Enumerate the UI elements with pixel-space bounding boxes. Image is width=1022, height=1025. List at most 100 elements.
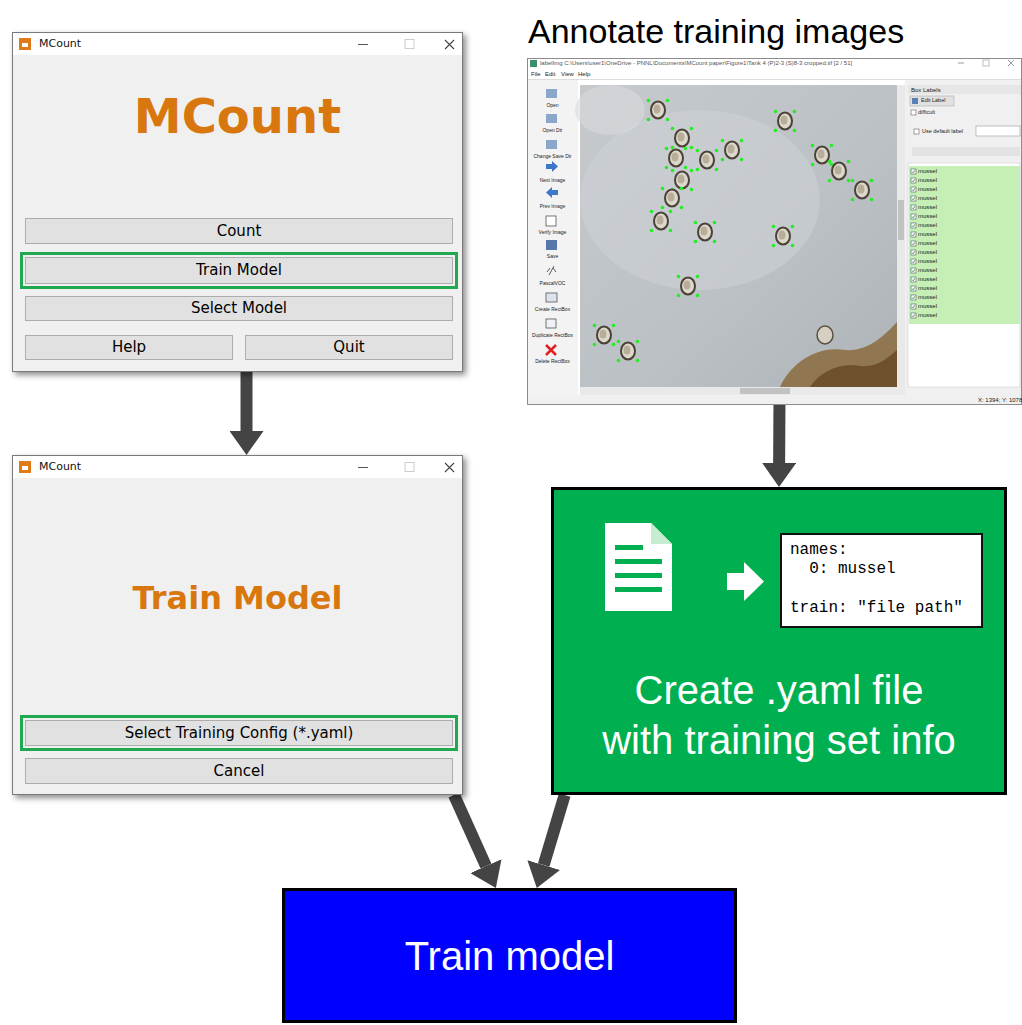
drawing-part <box>911 214 916 219</box>
drawing-part <box>897 85 905 395</box>
drawing-part <box>405 463 414 472</box>
drawing-part <box>983 60 989 66</box>
drawing-part <box>911 313 916 318</box>
box-label-item: mussel <box>918 240 937 246</box>
drawing-part <box>696 149 719 172</box>
text-holder: File <box>531 71 541 77</box>
drawing-part <box>911 169 916 174</box>
toolbar-label: Prev Image <box>527 204 578 209</box>
text-holder: Box Labels <box>911 87 941 93</box>
text-holder: Cancel <box>214 763 265 780</box>
box-label-item: mussel <box>918 186 937 192</box>
drawing-part <box>912 98 918 104</box>
drawing-part <box>580 110 820 290</box>
drawing-part <box>593 324 616 347</box>
drawing-part <box>911 110 916 115</box>
drawing-part <box>617 340 640 363</box>
yaml-line: train: "file path" <box>790 599 973 618</box>
toolbar-label: Open <box>527 103 578 108</box>
drawing-part <box>744 562 764 601</box>
window-title: MCount <box>39 37 81 51</box>
text-holder: mussel <box>918 177 937 183</box>
text-holder: Delete RectBox <box>527 359 578 364</box>
drawing-part <box>911 259 916 264</box>
text-holder: Duplicate RectBox <box>527 333 578 338</box>
toolbar-label: Change Save Dir <box>527 154 578 159</box>
box-label-item: mussel <box>918 168 937 174</box>
drawing-part <box>651 523 672 544</box>
drawing-part <box>772 225 795 248</box>
drawing-part <box>912 147 1020 156</box>
drawing-part <box>445 40 454 49</box>
text-holder: mussel <box>918 168 937 174</box>
box-label-item: mussel <box>918 231 937 237</box>
text-holder: mussel <box>918 294 937 300</box>
drawing-part <box>694 221 717 244</box>
drawing-part <box>547 266 556 275</box>
toolbar-label: Verify Image <box>527 230 578 235</box>
drawing-part <box>911 196 916 201</box>
button-label: Select Model <box>191 300 287 317</box>
drawing-part <box>677 275 700 298</box>
text-holder: mussel <box>918 267 937 273</box>
text-holder: Train Model <box>196 262 282 279</box>
text-holder: mussel <box>918 312 937 318</box>
drawing-part <box>546 240 557 250</box>
menu-button: Train Model <box>25 257 453 284</box>
box-label-item: mussel <box>918 195 937 201</box>
text-holder: X: 1394; Y: 1078 <box>978 397 1022 403</box>
drawing-part <box>546 345 556 355</box>
box-label-item: mussel <box>918 213 937 219</box>
text-holder: Select Training Config (*.yaml) <box>125 725 354 742</box>
drawing-part <box>546 89 557 98</box>
drawing-part <box>661 187 684 210</box>
drawing-part <box>851 179 874 202</box>
panel-label: Use default label <box>922 129 963 135</box>
box-label-item: mussel <box>918 258 937 264</box>
drawing-part <box>905 80 1022 395</box>
drawing-part <box>615 559 662 564</box>
box-label-item: mussel <box>918 276 937 282</box>
box-label-item: mussel <box>918 312 937 318</box>
box-label-item: mussel <box>918 249 937 255</box>
menu-item: View <box>561 71 574 77</box>
text-holder: Edit Label <box>921 98 945 104</box>
text-holder: mussel <box>918 285 937 291</box>
text-holder: View <box>561 71 574 77</box>
text-holder: Change Save Dir <box>527 154 578 159</box>
toolbar-label: Delete RectBox <box>527 359 578 364</box>
toolbar-label: Open Dir <box>527 128 578 133</box>
drawing-part <box>546 319 556 328</box>
panel-label: Box Labels <box>911 87 941 93</box>
drawing-part <box>671 127 694 150</box>
drawing-part <box>908 85 1022 94</box>
drawing-part <box>647 99 670 122</box>
text-holder: MCount <box>39 37 81 51</box>
panel-label: difficult <box>918 110 935 116</box>
yaml-line: 0: mussel <box>790 560 973 579</box>
text-holder: Open Dir <box>527 128 578 133</box>
text-holder: mussel <box>918 195 937 201</box>
drawing-part <box>911 295 916 300</box>
window-heading: MCount <box>134 90 341 143</box>
text-holder: MCount <box>13 76 462 156</box>
button-label: Help <box>112 339 146 356</box>
text-holder: Select Model <box>191 300 287 317</box>
text-holder: Use default label <box>922 129 963 135</box>
drawing-part <box>898 200 904 240</box>
text-holder: Help <box>112 339 146 356</box>
drawing-part <box>546 140 557 149</box>
drawing-part <box>575 85 645 135</box>
text-holder: mussel <box>918 231 937 237</box>
menu-button: Select Model <box>25 296 453 321</box>
panel-label: Edit Label <box>921 98 945 104</box>
menu-button: Select Training Config (*.yaml) <box>25 720 453 746</box>
drawing-part <box>911 232 916 237</box>
text-holder: Prev Image <box>527 204 578 209</box>
yaml-snippet: names:0: musseltrain: "file path" <box>780 533 983 628</box>
drawing-part <box>665 147 688 170</box>
menu-item: File <box>531 71 541 77</box>
drawing-part <box>810 350 897 387</box>
button-label: Select Training Config (*.yaml) <box>125 725 354 742</box>
drawing-part <box>650 210 673 233</box>
